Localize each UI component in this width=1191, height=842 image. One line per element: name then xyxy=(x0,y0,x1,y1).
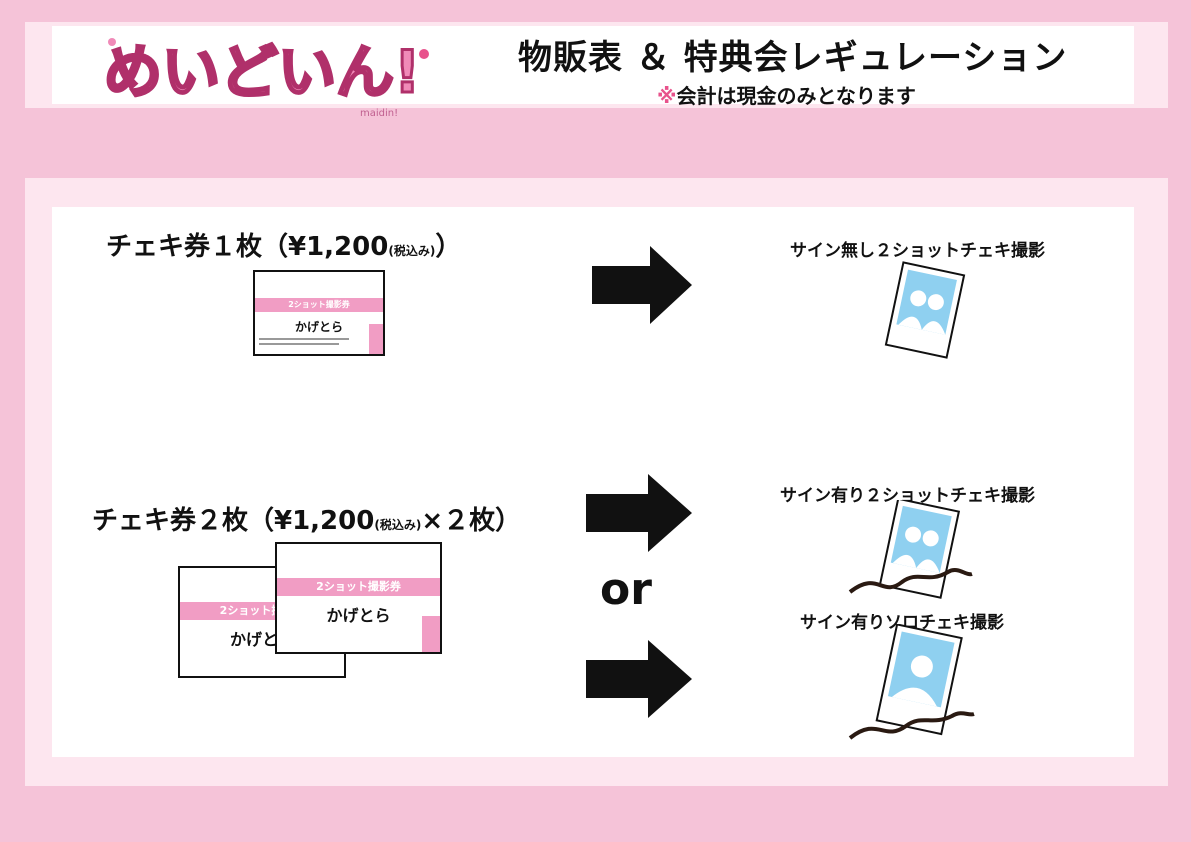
ticket-card-front: 2ショット撮影券 かげとら xyxy=(275,542,442,654)
option1-label-close: ） xyxy=(435,232,462,262)
option1-tax: (税込み) xyxy=(388,244,436,258)
ticket-name: かげとら xyxy=(326,606,391,625)
arrow-icon xyxy=(592,246,692,324)
ticket-card-back: 2ショット撮影券 かげとら xyxy=(178,566,346,678)
signed-solo-photo-icon xyxy=(848,624,975,740)
ticket-stamp-area xyxy=(369,324,383,354)
ticket-name: かげとら xyxy=(294,320,343,334)
photo-card-icon xyxy=(884,261,966,359)
page-title: 物販表 ＆ 特典会レギュレーション xyxy=(518,38,1068,78)
option2-label-main: チェキ券２枚（¥1,200 xyxy=(92,506,375,536)
option1-label-main: チェキ券１枚（¥1,200 xyxy=(106,232,389,262)
or-separator: or xyxy=(600,564,652,615)
note-text: 会計は現金のみとなります xyxy=(676,84,916,108)
note-mark: ※ xyxy=(657,84,677,108)
signed-photo-card-icon xyxy=(848,500,973,599)
ticket-band: 2ショット撮影券 xyxy=(277,578,440,596)
option2-label: チェキ券２枚（¥1,200(税込み)×２枚） xyxy=(92,500,521,537)
ticket-band: 2ショット撮影券 xyxy=(255,298,383,312)
maidin-logo: めいどいん! maidin! xyxy=(103,37,429,119)
result-signed-solo: サイン有りソロチェキ撮影 xyxy=(800,613,1004,633)
ticket-fine-print xyxy=(259,338,349,340)
option1-label: チェキ券１枚（¥1,200(税込み)） xyxy=(106,226,461,263)
arrow-icon xyxy=(586,640,692,718)
option2-label-close: ×２枚） xyxy=(421,506,522,536)
logo-text: めいどいん! xyxy=(104,38,420,106)
header-panel xyxy=(52,26,1134,104)
option2-tax: (税込み) xyxy=(374,518,422,532)
logo-subtext: maidin! xyxy=(360,108,398,119)
ticket-card: 2ショット撮影券 かげとら xyxy=(253,270,385,356)
result-unsigned-2shot: サイン無し２ショットチェキ撮影 xyxy=(790,241,1045,261)
ticket-stamp-area xyxy=(422,616,440,652)
arrow-icon xyxy=(586,474,692,552)
payment-note: ※会計は現金のみとなります xyxy=(657,80,916,109)
ticket-fine-print xyxy=(259,343,339,345)
result-signed-2shot: サイン有り２ショットチェキ撮影 xyxy=(780,486,1035,506)
